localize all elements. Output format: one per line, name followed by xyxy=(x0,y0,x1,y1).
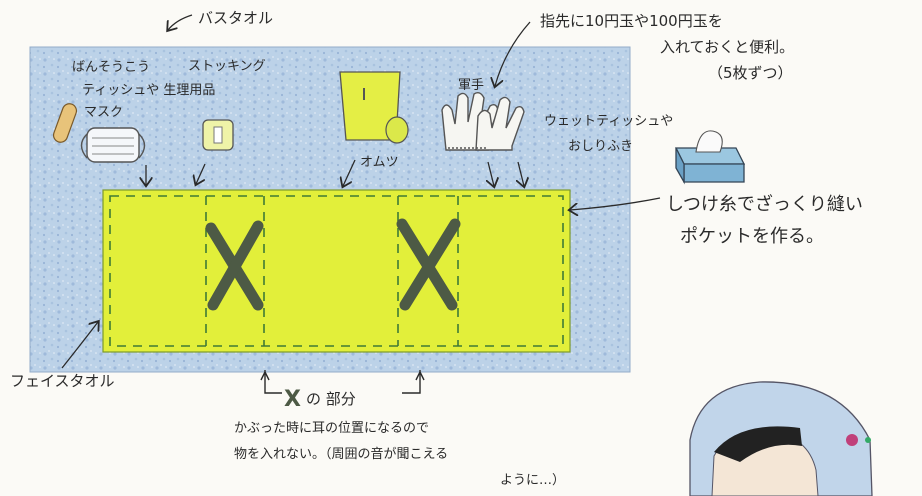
label-wet-tissue-1: ウェットティッシュや xyxy=(544,114,673,129)
x-mark-right xyxy=(396,218,461,311)
note-line-2: 物を入れない。（周囲の音が聞こえる xyxy=(234,446,448,462)
face-towel-pointer xyxy=(61,322,98,369)
mask-icon xyxy=(80,127,146,163)
diaper-icon xyxy=(339,71,409,144)
x-mark-left xyxy=(205,220,264,311)
label-gloves: 軍手 xyxy=(458,78,484,93)
face-towel-pocket xyxy=(102,189,571,353)
work-gloves-icon xyxy=(441,91,525,151)
person-wearing-towel-illustration xyxy=(689,381,873,496)
label-wet-tissue-2: おしりふき xyxy=(568,139,633,154)
label-stocking: ストッキング xyxy=(188,59,266,74)
label-bath-towel: バスタオル xyxy=(198,9,273,27)
label-tissue-sanitary: ティッシュや 生理用品 xyxy=(82,83,215,98)
item-arrows xyxy=(146,159,524,186)
label-bandaid: ばんそうこう xyxy=(72,60,150,75)
label-x-part: の 部分 xyxy=(306,390,356,408)
label-coins-3: （5枚ずつ） xyxy=(708,64,793,82)
pocket-stitch-outline xyxy=(109,195,564,347)
stocking-roll-icon xyxy=(202,119,234,151)
gloves-pointer xyxy=(495,21,531,86)
x-part-bracket xyxy=(264,370,421,394)
label-stitch-2: ポケットを作る。 xyxy=(680,226,824,247)
note-line-1: かぶった時に耳の位置になるので xyxy=(234,421,429,436)
label-diaper: オムツ xyxy=(360,155,399,170)
label-stitch-1: しつけ糸でざっくり縫い xyxy=(666,193,863,215)
wet-tissue-box-icon xyxy=(674,130,746,185)
label-coins-1: 指先に10円玉や100円玉を xyxy=(540,12,723,30)
label-mask: マスク xyxy=(84,105,123,120)
stitch-pointer-line xyxy=(570,197,661,210)
label-coins-2: 入れておくと便利。 xyxy=(660,38,794,56)
label-face-towel: フェイスタオル xyxy=(10,372,115,390)
label-x-part-mark: X xyxy=(284,387,301,412)
bandaid-icon xyxy=(52,103,78,143)
bath-towel-pointer xyxy=(168,14,193,30)
note-line-3: ように…） xyxy=(500,473,565,488)
